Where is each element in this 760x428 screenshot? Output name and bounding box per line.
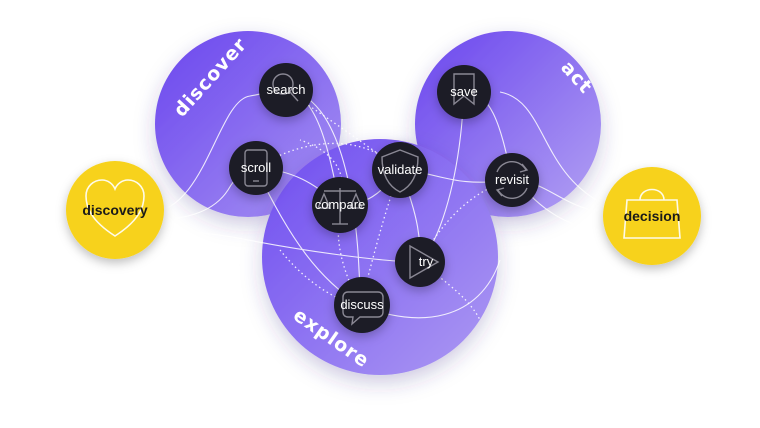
step-scroll: scroll [229, 141, 283, 195]
step-revisit: revisit [485, 153, 539, 207]
shopping-bag-icon [623, 188, 681, 239]
play-icon [409, 244, 440, 280]
validate-label: validate [378, 162, 423, 177]
dotted-line [419, 261, 481, 321]
scale-icon [316, 188, 364, 225]
connection-line [159, 229, 421, 263]
step-compare: compare [312, 177, 368, 233]
search-label: search [266, 82, 305, 97]
dotted-line [279, 249, 361, 306]
connection-line [499, 91, 601, 203]
decision-endpoint: decision [603, 167, 701, 265]
decision-label: decision [624, 208, 681, 224]
step-validate: validate [372, 142, 428, 198]
discovery-label: discovery [82, 202, 148, 218]
dotted-line [337, 204, 361, 306]
discovery-endpoint: discovery [66, 161, 164, 259]
save-label: save [450, 84, 477, 99]
bookmark-icon [453, 73, 475, 106]
revisit-label: revisit [495, 172, 529, 187]
shield-icon [381, 149, 419, 193]
discuss-label: discuss [340, 297, 384, 312]
step-discuss: discuss [334, 277, 390, 333]
heart-icon [85, 179, 145, 237]
step-save: save [437, 65, 491, 119]
try-label: try [419, 254, 434, 269]
magnifier-icon [272, 73, 299, 102]
step-search: search [259, 63, 313, 117]
phone-icon [244, 149, 268, 187]
scroll-label: scroll [241, 160, 271, 175]
compare-label: compare [315, 197, 366, 212]
connection-line [529, 194, 611, 233]
refresh-icon [495, 160, 529, 200]
speech-bubble-icon [342, 291, 384, 326]
step-try: try [395, 237, 445, 287]
